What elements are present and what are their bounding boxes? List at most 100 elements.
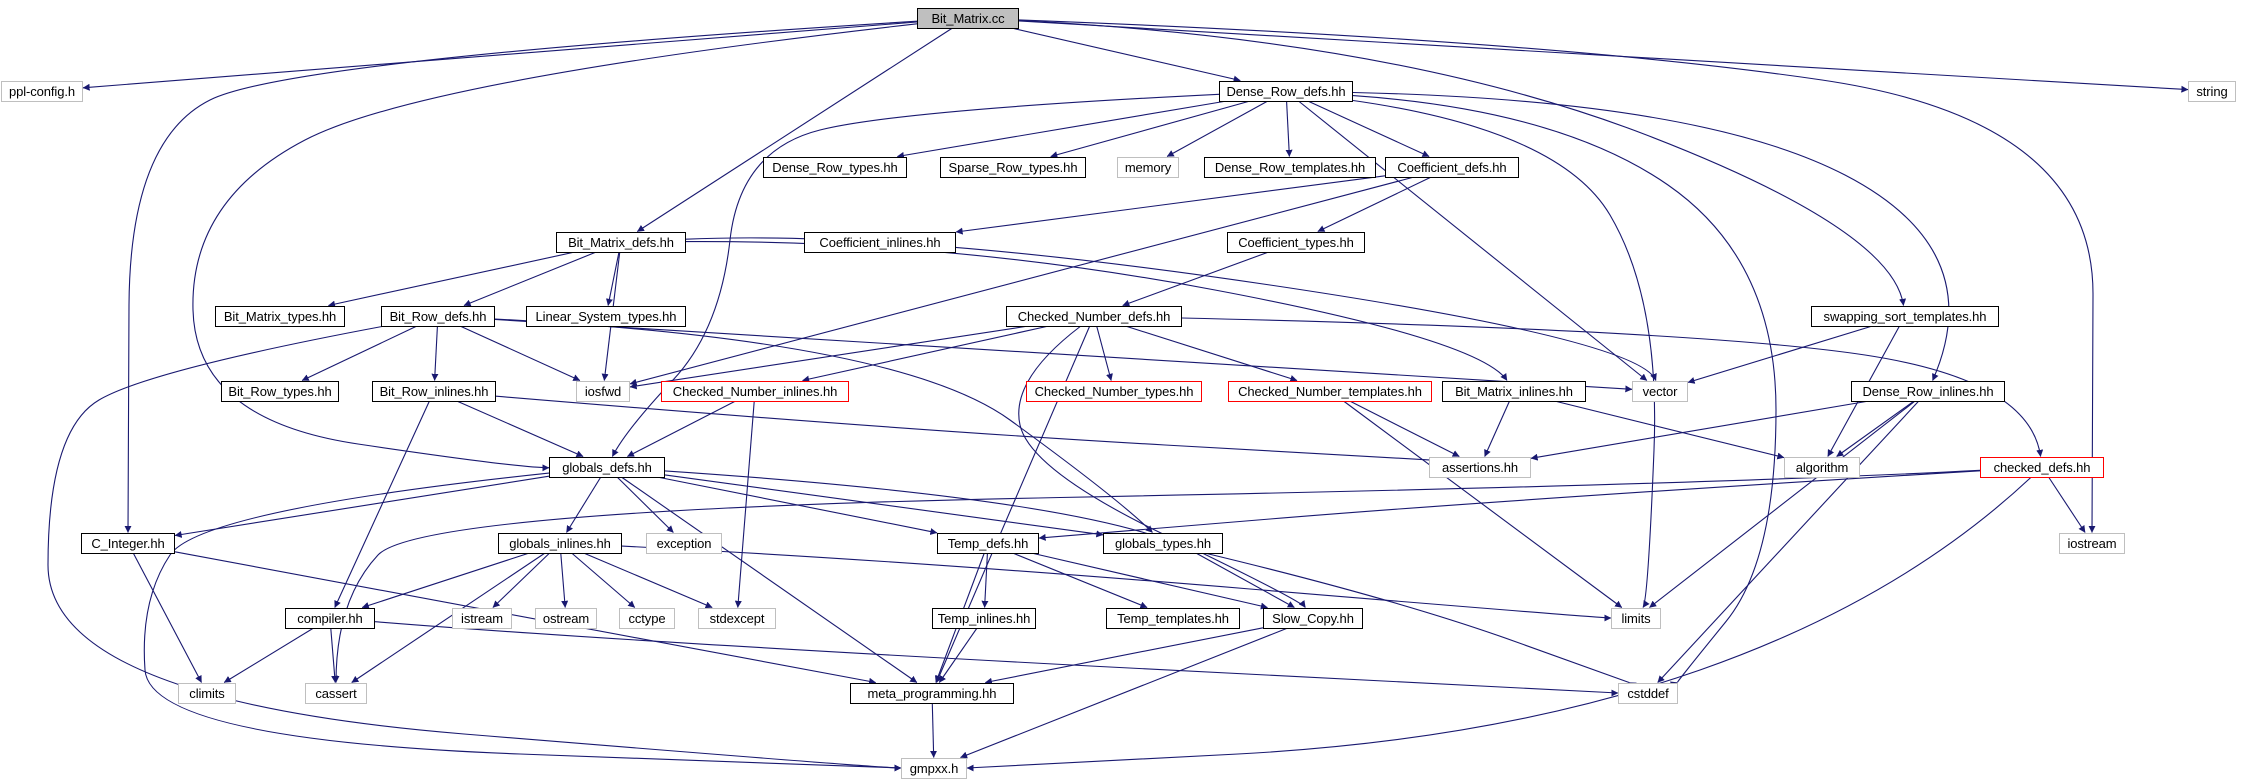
- edge-globals_types-to-cstddef: [1206, 552, 1637, 689]
- node-iostream: iostream: [2059, 532, 2125, 554]
- node-label: cassert: [315, 685, 357, 701]
- node-stdexcept: stdexcept: [698, 607, 776, 629]
- edge-Bit_Matrix_cc-to-Bit_Matrix_defs: [637, 28, 952, 232]
- node-climits: climits: [178, 682, 236, 704]
- edge-Slow_Copy-to-gmpxx: [960, 627, 1287, 759]
- node-coefficient-defs[interactable]: Coefficient_defs.hh: [1385, 156, 1519, 178]
- node-label: cstddef: [1627, 685, 1669, 701]
- edge-globals_defs-to-globals_types: [664, 474, 1104, 538]
- edge-C_Integer-to-climits: [133, 553, 202, 683]
- edge-Temp_defs-to-Temp_templates: [1013, 552, 1148, 609]
- node-label: checked_defs.hh: [1993, 459, 2091, 475]
- node-checked-number-types[interactable]: Checked_Number_types.hh: [1026, 380, 1202, 402]
- edge-Bit_Row_defs-to-iosfwd: [460, 325, 581, 382]
- edge-globals_defs-to-C_Integer: [174, 475, 550, 538]
- node-c-integer[interactable]: C_Integer.hh: [81, 532, 175, 554]
- node-limits: limits: [1611, 607, 1661, 629]
- node-bit-row-types[interactable]: Bit_Row_types.hh: [221, 380, 339, 402]
- node-compiler[interactable]: compiler.hh: [285, 607, 375, 629]
- node-dense-row-templates[interactable]: Dense_Row_templates.hh: [1204, 156, 1376, 178]
- node-gmpxx: gmpxx.h: [901, 757, 967, 779]
- node-label: Coefficient_types.hh: [1238, 234, 1354, 250]
- node-label: assertions.hh: [1441, 459, 1519, 475]
- edge-Bit_Row_defs-to-gmpxx: [47, 325, 902, 772]
- node-dense-row-types[interactable]: Dense_Row_types.hh: [763, 156, 907, 178]
- node-label: string: [2196, 83, 2228, 99]
- node-coefficient-types[interactable]: Coefficient_types.hh: [1227, 231, 1365, 253]
- edge-globals_defs-to-globals_inlines: [566, 477, 601, 533]
- edge-Bit_Row_inlines-to-compiler: [334, 401, 430, 608]
- node-checked-number-defs[interactable]: Checked_Number_defs.hh: [1006, 305, 1182, 327]
- edge-Bit_Matrix_defs-to-Linear_System_types: [605, 252, 620, 306]
- node-label: Temp_defs.hh: [947, 535, 1029, 551]
- node-sparse-row-types[interactable]: Sparse_Row_types.hh: [940, 156, 1086, 178]
- node-label: Linear_System_types.hh: [535, 308, 677, 324]
- node-globals-defs[interactable]: globals_defs.hh: [549, 456, 665, 478]
- node-label: vector: [1642, 383, 1678, 399]
- node-bit-row-inlines[interactable]: Bit_Row_inlines.hh: [372, 380, 496, 402]
- edge-Bit_Matrix_cc-to-Dense_Row_defs: [1013, 27, 1241, 83]
- node-checked-number-templates[interactable]: Checked_Number_templates.hh: [1228, 380, 1432, 402]
- edge-Checked_Number_defs-to-Checked_Number_types: [1096, 326, 1113, 381]
- node-label: Checked_Number_templates.hh: [1238, 383, 1422, 399]
- edge-Dense_Row_defs-to-Dense_Row_types: [896, 100, 1224, 159]
- edge-Checked_Number_templates-to-assertions: [1350, 401, 1460, 457]
- node-label: C_Integer.hh: [91, 535, 165, 551]
- node-ostream: ostream: [535, 607, 597, 629]
- edge-Bit_Matrix_inlines-to-assertions: [1484, 401, 1510, 457]
- node-label: Dense_Row_templates.hh: [1214, 159, 1366, 175]
- node-bit-matrix-defs[interactable]: Bit_Matrix_defs.hh: [556, 231, 686, 253]
- node-linear-system-types[interactable]: Linear_System_types.hh: [526, 305, 686, 327]
- node-dense-row-defs[interactable]: Dense_Row_defs.hh: [1219, 80, 1353, 102]
- node-temp-inlines[interactable]: Temp_inlines.hh: [932, 607, 1036, 629]
- node-bit-matrix-inlines[interactable]: Bit_Matrix_inlines.hh: [1442, 380, 1586, 402]
- edge-Checked_Number_defs-to-Checked_Number_inlines: [802, 325, 1047, 383]
- node-dense-row-inlines[interactable]: Dense_Row_inlines.hh: [1851, 380, 2005, 402]
- node-bit-matrix-types[interactable]: Bit_Matrix_types.hh: [215, 305, 345, 327]
- node-label: Bit_Row_inlines.hh: [379, 383, 489, 399]
- edge-Dense_Row_inlines-to-assertions: [1530, 400, 1867, 461]
- node-exception: exception: [646, 532, 722, 554]
- edge-Dense_Row_defs-to-Coefficient_defs: [1308, 100, 1430, 158]
- node-coefficient-inlines[interactable]: Coefficient_inlines.hh: [804, 231, 956, 253]
- edge-Bit_Row_defs-to-globals_types: [494, 318, 1153, 533]
- edge-checked_defs-to-iostream: [2048, 477, 2086, 533]
- node-label: cctype: [628, 610, 666, 626]
- node-label: compiler.hh: [297, 610, 363, 626]
- node-globals-types[interactable]: globals_types.hh: [1103, 532, 1223, 554]
- edge-checked_defs-to-Temp_defs: [1038, 470, 1981, 541]
- edge-Checked_Number_templates-to-limits: [1343, 401, 1623, 608]
- node-globals-inlines[interactable]: globals_inlines.hh: [498, 532, 622, 554]
- edge-Dense_Row_inlines-to-limits: [1649, 401, 1915, 608]
- edge-Bit_Matrix_inlines-to-algorithm: [1556, 400, 1785, 460]
- node-checked-number-inlines[interactable]: Checked_Number_inlines.hh: [661, 380, 849, 402]
- edge-Bit_Row_inlines-to-globals_defs: [457, 400, 584, 458]
- node-temp-templates[interactable]: Temp_templates.hh: [1106, 607, 1240, 629]
- edge-globals_defs-to-Slow_Copy: [664, 470, 1295, 608]
- node-temp-defs[interactable]: Temp_defs.hh: [937, 532, 1039, 554]
- node-swapping-sort-templates[interactable]: swapping_sort_templates.hh: [1811, 305, 1999, 327]
- edge-compiler-to-cstddef: [374, 621, 1619, 697]
- node-label: Temp_inlines.hh: [937, 610, 1031, 626]
- node-label: meta_programming.hh: [867, 685, 997, 701]
- node-checked-defs[interactable]: checked_defs.hh: [1980, 456, 2104, 478]
- edge-Dense_Row_defs-to-cstddef: [1352, 95, 1777, 688]
- node-label: Bit_Matrix_defs.hh: [568, 234, 674, 250]
- node-slow-copy[interactable]: Slow_Copy.hh: [1263, 607, 1363, 629]
- edge-Dense_Row_inlines-to-algorithm: [1836, 401, 1914, 457]
- node-label: Dense_Row_types.hh: [772, 159, 898, 175]
- node-label: Bit_Matrix_types.hh: [223, 308, 337, 324]
- node-istream: istream: [452, 607, 512, 629]
- edge-Coefficient_defs-to-Coefficient_types: [1317, 177, 1431, 232]
- edge-Dense_Row_inlines-to-cstddef: [1657, 401, 1919, 683]
- node-meta-programming[interactable]: meta_programming.hh: [850, 682, 1014, 704]
- edge-Bit_Row_defs-to-Bit_Row_inlines: [431, 326, 439, 381]
- node-label: Checked_Number_inlines.hh: [672, 383, 838, 399]
- edge-checked_defs-to-cassert: [332, 469, 1981, 683]
- edge-globals_inlines-to-limits: [621, 545, 1612, 622]
- edge-Checked_Number_inlines-to-stdexcept: [734, 401, 755, 608]
- node-label: iostream: [2067, 535, 2117, 551]
- node-bit-row-defs[interactable]: Bit_Row_defs.hh: [381, 305, 495, 327]
